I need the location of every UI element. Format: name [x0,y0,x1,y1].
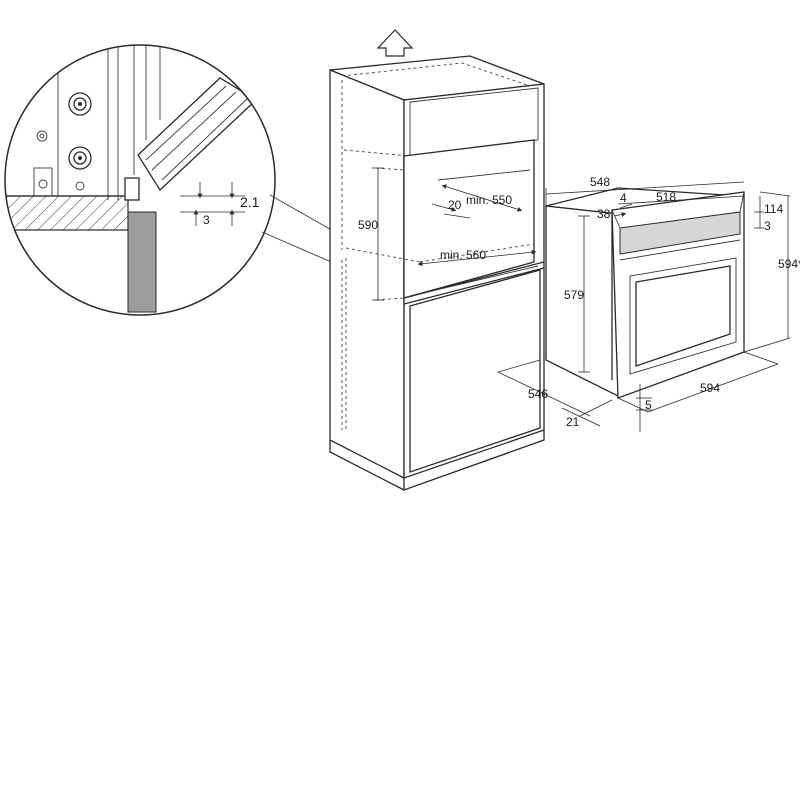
screw-icon [68,146,92,170]
dim-width-min560-label: min. 560 [440,248,486,262]
dim-small-4-label: 4 [620,191,627,205]
dim-height-594-label: 594* [778,257,800,271]
bolt-icon [36,130,48,142]
dim-vent-20-label: 20 [448,198,462,212]
dim-frame-21-label: 21 [566,415,580,429]
dim-foot-5-label: 5 [645,398,652,412]
dim-width-594-label: 594 [700,381,720,395]
dim-panel-114-label: 114 [764,202,783,216]
detail-magnifier: 2.1 3 [4,44,433,316]
dim-height-579-label: 579 [564,288,584,302]
up-arrow-icon [376,29,414,57]
built-in-oven: 548 518 4 38 114 3 594* 579 594 546 [497,175,800,432]
dim-panel-3-label: 3 [764,219,771,233]
dim-depth-546-label: 546 [528,387,548,401]
dim-height-590-label: 590 [358,218,378,232]
dim-gap-label: 2.1 [240,194,260,210]
dim-depth-min550-label: min. 550 [466,193,512,207]
dim-offset-label: 3 [203,213,210,227]
dim-depth-518-label: 518 [656,190,676,204]
dim-small-38-label: 38 [597,207,611,221]
tall-cabinet: 590 min. 550 20 min. 560 [329,29,545,491]
screw-icon [68,92,92,116]
dim-depth-548-label: 548 [590,175,610,189]
bolt-icon [75,181,85,191]
